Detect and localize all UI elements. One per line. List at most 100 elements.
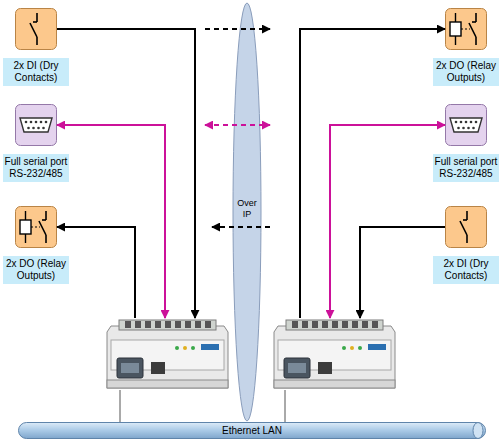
icon-part — [233, 3, 261, 421]
icon-part — [322, 321, 328, 328]
icon-part — [145, 321, 151, 328]
icon-part — [45, 211, 47, 220]
icon-part — [151, 362, 165, 374]
icon-part — [32, 127, 35, 130]
icon-part — [125, 321, 131, 328]
icon-part — [205, 321, 211, 328]
icon-part — [45, 235, 47, 243]
icon-part — [446, 207, 487, 248]
icon-part — [465, 121, 468, 124]
icon-part — [175, 321, 181, 328]
icon-part — [350, 346, 354, 350]
icon-part — [475, 37, 477, 45]
network-label: Ethernet LAN — [18, 422, 486, 439]
icon-part — [368, 344, 386, 350]
relay-output-icon-outline — [445, 8, 487, 50]
icon-part — [284, 358, 310, 378]
icon-part — [274, 326, 395, 388]
icon-part — [466, 211, 468, 220]
icon-part — [462, 127, 465, 130]
icon-part — [165, 321, 171, 328]
icon-part — [107, 380, 228, 388]
digital-input-icon: 2x DI (Dry Contacts) — [15, 8, 57, 50]
icon-part — [35, 121, 38, 124]
connector-arrow — [285, 390, 286, 422]
connector-arrow — [330, 125, 445, 318]
icon-part — [36, 13, 38, 22]
io-device-outline — [272, 318, 397, 390]
io-device — [272, 318, 397, 390]
icon-part — [31, 227, 40, 228]
icon-part — [446, 9, 487, 50]
icon-part — [450, 22, 461, 36]
icon-part — [352, 321, 358, 328]
icon-part — [318, 362, 332, 374]
icon-part — [119, 320, 216, 330]
icon-part — [185, 321, 191, 328]
icon-part — [36, 37, 38, 45]
icon-part — [450, 118, 482, 132]
icon-part — [16, 207, 57, 248]
icon-part — [332, 321, 338, 328]
icon-part — [302, 321, 308, 328]
io-device-outline — [105, 318, 230, 390]
icon-part — [292, 321, 298, 328]
icon-part — [135, 321, 141, 328]
icon-part — [40, 121, 43, 124]
icon-part — [19, 423, 486, 439]
icon-part — [342, 346, 346, 350]
icon-part — [470, 121, 473, 124]
icon-part — [286, 320, 383, 330]
icon-part — [20, 118, 52, 132]
icon-part — [27, 127, 30, 130]
icon-part — [183, 346, 187, 350]
over-ip-ellipse: Over IP — [232, 2, 262, 422]
icon-part — [20, 220, 31, 234]
relay-output-icon-outline — [15, 206, 57, 248]
icon-part — [195, 321, 201, 328]
icon-part — [362, 321, 368, 328]
connector-arrow — [57, 29, 195, 318]
icon-part — [16, 9, 57, 50]
icon-part — [25, 121, 28, 124]
connector-arrow — [120, 390, 121, 422]
icon-part — [117, 358, 143, 378]
icon-part — [30, 23, 37, 37]
icon-part — [201, 344, 219, 350]
icon-part — [455, 121, 458, 124]
icon-part — [155, 321, 161, 328]
icon-part — [455, 36, 456, 45]
icon-part — [312, 321, 318, 328]
io-label: Full serial port RS-232/485 — [3, 154, 69, 182]
io-label: 2x DI (Dry Contacts) — [433, 256, 499, 284]
serial-port-icon-outline — [445, 104, 487, 146]
serial-port-icon-outline — [15, 104, 57, 146]
icon-part — [475, 121, 478, 124]
icon-part — [472, 127, 475, 130]
icon-part — [466, 235, 468, 243]
serial-port-icon: Full serial port RS-232/485 — [15, 104, 57, 146]
io-device — [105, 318, 230, 390]
connector-arrow — [57, 125, 165, 318]
icon-part — [191, 346, 195, 350]
icon-part — [463, 219, 467, 221]
connector-arrow — [300, 29, 445, 318]
icon-part — [107, 326, 228, 388]
icon-part — [461, 29, 470, 30]
serial-port-icon: Full serial port RS-232/485 — [445, 104, 487, 146]
icon-part — [469, 23, 476, 37]
icon-part — [475, 13, 477, 22]
icon-part — [25, 211, 26, 220]
icon-part — [455, 13, 456, 22]
icon-part — [42, 127, 45, 130]
digital-input-icon: 2x DI (Dry Contacts) — [445, 206, 487, 248]
icon-part — [33, 21, 37, 23]
icon-part — [446, 105, 487, 146]
relay-output-icon: 2x DO (Relay Outputs) — [445, 8, 487, 50]
icon-part — [288, 363, 306, 373]
icon-part — [473, 423, 483, 439]
icon-part — [460, 121, 463, 124]
digital-input-icon-outline — [15, 8, 57, 50]
icon-part — [460, 221, 467, 235]
icon-part — [274, 380, 395, 388]
